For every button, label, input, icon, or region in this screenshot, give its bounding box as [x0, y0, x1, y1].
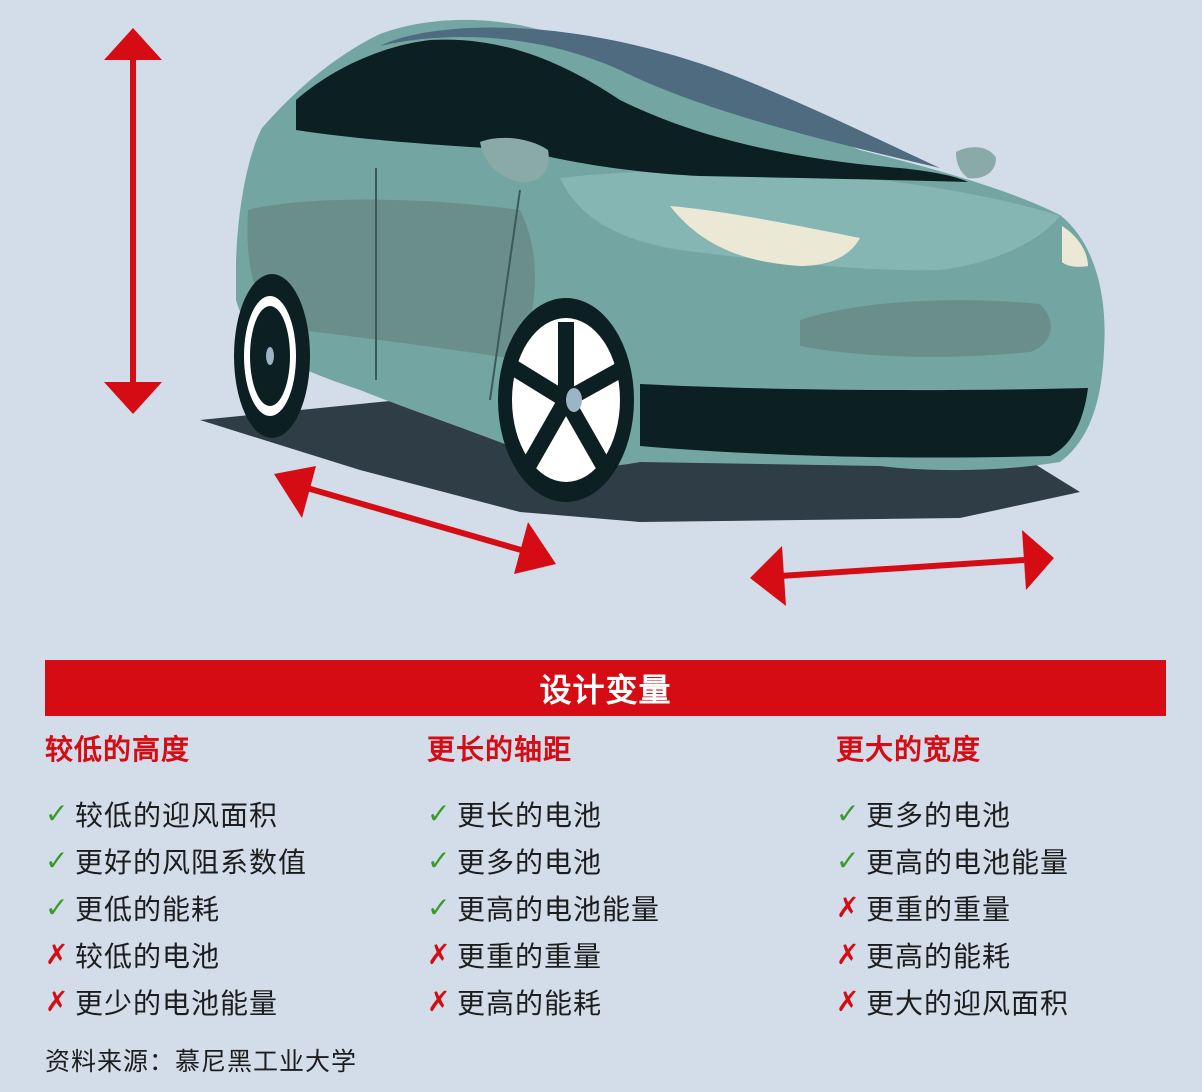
design-variables-banner: 设计变量 — [45, 660, 1166, 716]
column-heading: 更大的宽度 — [836, 733, 982, 766]
list-item: ✗更高的能耗 — [836, 931, 1196, 978]
hood-panel — [560, 170, 1060, 271]
list-item: ✓更高的电池能量 — [427, 884, 787, 931]
door-line — [375, 168, 521, 401]
cross-icon: ✗ — [427, 985, 452, 1018]
item-text: 更长的电池 — [457, 798, 603, 832]
rear-wheel — [234, 274, 310, 438]
item-text: 较低的电池 — [75, 939, 221, 973]
source-note: 资料来源：慕尼黑工业大学 — [45, 1047, 358, 1076]
item-text: 更好的风阻系数值 — [75, 845, 308, 879]
check-icon: ✓ — [427, 891, 452, 924]
item-text: 更高的能耗 — [866, 939, 1012, 973]
check-icon: ✓ — [427, 797, 452, 830]
list-item: ✗更重的重量 — [836, 884, 1196, 931]
list-item: ✓更长的电池 — [427, 790, 787, 837]
item-text: 更多的电池 — [866, 798, 1012, 832]
column-larger-width: 更大的宽度 ✓更多的电池 ✓更高的电池能量 ✗更重的重量 ✗更高的能耗 ✗更大的… — [836, 730, 1196, 1025]
wheelbase-arrow — [274, 466, 556, 574]
list-item: ✗更重的重量 — [427, 931, 787, 978]
width-arrow — [750, 530, 1054, 606]
car-illustration — [104, 19, 1105, 606]
item-text: 更大的迎风面积 — [866, 986, 1070, 1020]
list-item: ✓较低的迎风面积 — [45, 790, 405, 837]
list-item: ✓更高的电池能量 — [836, 837, 1196, 884]
item-text: 较低的迎风面积 — [75, 798, 279, 832]
list-item: ✓更多的电池 — [836, 790, 1196, 837]
item-text: 更高的电池能量 — [866, 845, 1070, 879]
cross-icon: ✗ — [836, 985, 861, 1018]
check-icon: ✓ — [836, 797, 861, 830]
item-text: 更高的电池能量 — [457, 892, 661, 926]
headlight-right — [1062, 226, 1088, 267]
side-panel — [247, 199, 536, 360]
windshield — [296, 39, 968, 182]
item-text: 更重的重量 — [866, 892, 1012, 926]
cross-icon: ✗ — [45, 938, 70, 971]
pros-cons-list: ✓更多的电池 ✓更高的电池能量 ✗更重的重量 ✗更高的能耗 ✗更大的迎风面积 — [836, 790, 1196, 1025]
check-icon: ✓ — [836, 844, 861, 877]
item-text: 更多的电池 — [457, 845, 603, 879]
check-icon: ✓ — [427, 844, 452, 877]
item-text: 更高的能耗 — [457, 986, 603, 1020]
column-lower-height: 较低的高度 ✓较低的迎风面积 ✓更好的风阻系数值 ✓更低的能耗 ✗较低的电池 ✗… — [45, 730, 405, 1025]
list-item: ✓更好的风阻系数值 — [45, 837, 405, 884]
cross-icon: ✗ — [836, 891, 861, 924]
list-item: ✓更低的能耗 — [45, 884, 405, 931]
column-longer-wheelbase: 更长的轴距 ✓更长的电池 ✓更多的电池 ✓更高的电池能量 ✗更重的重量 ✗更高的… — [427, 730, 787, 1025]
list-item: ✓更多的电池 — [427, 837, 787, 884]
pros-cons-list: ✓较低的迎风面积 ✓更好的风阻系数值 ✓更低的能耗 ✗较低的电池 ✗更少的电池能… — [45, 790, 405, 1025]
roof-glass — [380, 27, 940, 168]
side-mirror-right — [956, 147, 996, 179]
column-heading: 更长的轴距 — [427, 733, 573, 766]
check-icon: ✓ — [45, 844, 70, 877]
front-intake — [800, 300, 1051, 357]
pros-cons-list: ✓更长的电池 ✓更多的电池 ✓更高的电池能量 ✗更重的重量 ✗更高的能耗 — [427, 790, 787, 1025]
cross-icon: ✗ — [836, 938, 861, 971]
lower-grille — [640, 384, 1088, 458]
item-text: 更重的重量 — [457, 939, 603, 973]
front-wheel — [498, 298, 634, 502]
car-body-group — [234, 19, 1105, 502]
check-icon: ✓ — [45, 891, 70, 924]
side-mirror-left — [480, 137, 549, 183]
list-item: ✗较低的电池 — [45, 931, 405, 978]
column-heading: 较低的高度 — [45, 733, 191, 766]
list-item: ✗更少的电池能量 — [45, 978, 405, 1025]
list-item: ✗更大的迎风面积 — [836, 978, 1196, 1025]
check-icon: ✓ — [45, 797, 70, 830]
headlight — [670, 206, 860, 266]
height-arrow — [104, 28, 162, 414]
list-item: ✗更高的能耗 — [427, 978, 787, 1025]
cross-icon: ✗ — [45, 985, 70, 1018]
banner-title: 设计变量 — [539, 671, 672, 709]
item-text: 更少的电池能量 — [75, 986, 279, 1020]
item-text: 更低的能耗 — [75, 892, 221, 926]
cross-icon: ✗ — [427, 938, 452, 971]
